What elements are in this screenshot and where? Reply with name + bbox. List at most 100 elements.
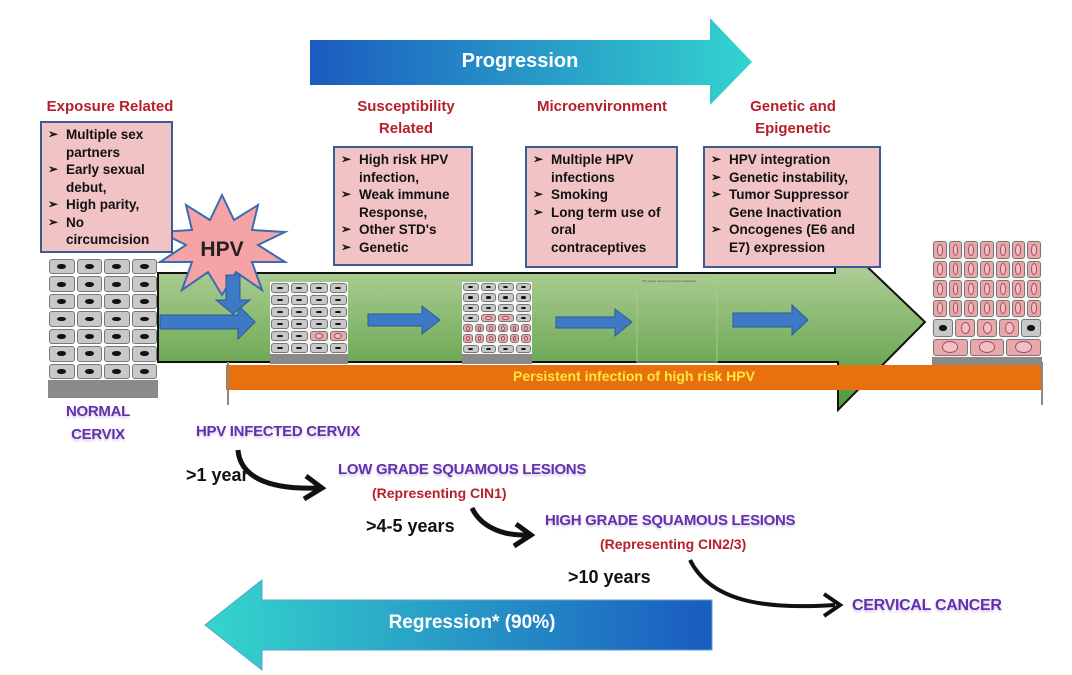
- cell-nucleus: [520, 296, 526, 299]
- abnormal-cell: [933, 280, 947, 298]
- abnormal-cell: [498, 324, 508, 333]
- persistent-infection-label: Persistent infection of high risk HPV: [513, 368, 755, 384]
- normal-cell: [104, 328, 130, 345]
- normal-cell: [76, 276, 102, 292]
- normal-cell: [290, 343, 308, 353]
- cell-nucleus: [1031, 282, 1038, 295]
- normal-cell: [329, 295, 347, 305]
- duration-1: >1 year: [186, 465, 249, 485]
- duration-3: >10 years: [568, 567, 651, 587]
- abnormal-cell: [329, 331, 347, 341]
- cell-nucleus: [999, 263, 1006, 276]
- cell-nucleus: [276, 286, 283, 290]
- cell-nucleus: [524, 336, 529, 341]
- normal-cell: [515, 344, 531, 353]
- normal-cell: [49, 259, 75, 275]
- cell-nucleus: [112, 333, 122, 339]
- cell-nucleus: [335, 286, 342, 290]
- cell-nucleus: [1027, 324, 1035, 331]
- cell-nucleus: [139, 333, 149, 339]
- curved-arrow: [688, 559, 836, 609]
- normal-cell: [463, 313, 479, 323]
- cell-nucleus: [57, 316, 67, 322]
- cell-nucleus: [335, 322, 342, 326]
- cell-nucleus: [57, 368, 67, 374]
- abnormal-cell: [977, 319, 997, 337]
- abnormal-cell: [486, 324, 496, 333]
- normal-cell: [49, 346, 75, 362]
- cell-nucleus: [468, 347, 474, 350]
- normal-cell: [104, 276, 130, 292]
- cell-nucleus: [520, 347, 526, 350]
- abnormal-cell: [521, 334, 531, 343]
- normal-cell: [310, 295, 328, 305]
- normal-cell: [329, 343, 347, 353]
- heading-genetic: Genetic and Epigenetic: [750, 98, 836, 137]
- abnormal-cell: [1027, 260, 1041, 278]
- cell-nucleus: [952, 243, 959, 256]
- cell-nucleus: [502, 315, 510, 321]
- cell-nucleus: [315, 298, 322, 302]
- cell-nucleus: [139, 299, 149, 304]
- cell-nucleus: [512, 336, 517, 341]
- abnormal-cell: [521, 324, 531, 333]
- abnormal-cell: [509, 334, 520, 343]
- normal-cell: [131, 276, 157, 292]
- blue-arrow-right: [159, 303, 256, 341]
- factor-item: Early sexual debut,: [46, 161, 167, 196]
- abnormal-cell: [1006, 338, 1041, 356]
- cell-nucleus: [57, 264, 67, 270]
- normal-cell: [76, 328, 102, 345]
- cell-nucleus: [503, 347, 509, 350]
- cell-nucleus: [500, 325, 505, 331]
- factor-item: Weak immune Response,: [339, 186, 467, 221]
- cell-nucleus: [999, 282, 1006, 295]
- cell-nucleus: [485, 296, 491, 299]
- normal-cell: [76, 259, 102, 275]
- cell-nucleus: [296, 298, 303, 302]
- normal-cell: [76, 311, 102, 327]
- normal-cell: [104, 259, 130, 275]
- normal-cell: [329, 307, 347, 317]
- cell-nucleus: [335, 346, 342, 350]
- cell-nucleus: [484, 315, 492, 321]
- abnormal-cell: [995, 280, 1010, 298]
- cell-nucleus: [1015, 282, 1022, 295]
- cell-nucleus: [112, 299, 122, 304]
- regression-arrow: [204, 578, 713, 672]
- cell-nucleus: [1031, 302, 1038, 315]
- cell-nucleus: [485, 286, 491, 289]
- blue-arrow-down: [214, 274, 252, 315]
- cell-nucleus: [968, 243, 975, 256]
- cell-nucleus: [524, 325, 529, 331]
- cell-nucleus: [296, 310, 303, 314]
- abnormal-cell: [498, 334, 508, 343]
- cell-nucleus: [1015, 302, 1022, 315]
- abnormal-cell: [486, 334, 496, 343]
- abnormal-cell: [1011, 260, 1026, 278]
- curved-arrow: [235, 449, 319, 491]
- cell-nucleus: [512, 325, 517, 331]
- normal-cell: [329, 283, 347, 293]
- normal-cell: [933, 319, 953, 337]
- abnormal-cell: [498, 313, 514, 323]
- cell-nucleus: [503, 286, 509, 289]
- normal-cell: [131, 328, 157, 345]
- normal-cell: [310, 307, 328, 317]
- normal-cell: [131, 293, 157, 310]
- cell-nucleus: [296, 346, 303, 350]
- cell-nucleus: [139, 264, 149, 270]
- stage-low-grade-sub: (Representing CIN1): [372, 485, 507, 501]
- cell-nucleus: [968, 263, 975, 276]
- cell-nucleus: [952, 263, 959, 276]
- normal-cell: [290, 295, 308, 305]
- abnormal-cell: [955, 319, 975, 337]
- normal-cell: [76, 363, 102, 379]
- stage-hpv-infected: HPV INFECTED CERVIX: [196, 423, 361, 440]
- basement-membrane: [462, 354, 532, 364]
- abnormal-cell: [933, 299, 947, 317]
- normal-cell: [271, 307, 289, 317]
- normal-cell: [515, 313, 531, 323]
- cell-nucleus: [112, 264, 122, 270]
- abnormal-cell: [995, 241, 1010, 259]
